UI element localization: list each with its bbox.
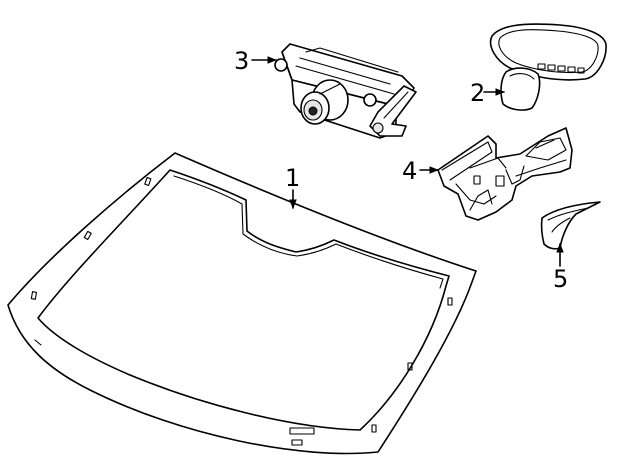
cover-trim-part: [540, 201, 601, 250]
mirror-mount-bracket-part: [437, 127, 573, 221]
callout-4: 4: [402, 157, 417, 185]
callout-5: 5: [553, 265, 568, 293]
callout-1: 1: [285, 164, 300, 192]
callout-3: 3: [234, 47, 249, 75]
camera-module-part: [274, 43, 417, 139]
callout-2: 2: [470, 79, 485, 107]
windshield-part: [7, 152, 477, 455]
rearview-mirror-part: [489, 23, 607, 111]
